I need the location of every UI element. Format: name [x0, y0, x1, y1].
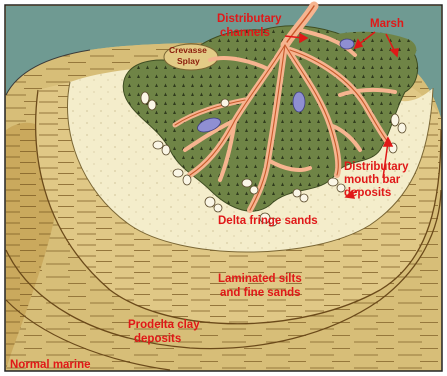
label-prodelta-clay: Prodelta clay: [128, 319, 200, 331]
pebble: [300, 194, 308, 202]
label-crevasse-splay: Crevasse: [169, 45, 207, 55]
pebble: [173, 169, 183, 177]
label-marsh: Marsh: [370, 18, 404, 30]
pebble: [183, 175, 191, 185]
label-prodelta-clay-line2: deposits: [134, 333, 181, 345]
pebble: [205, 197, 215, 207]
pebble: [221, 99, 229, 107]
pebble: [141, 92, 149, 104]
label-distributary-channels-line2: channels: [220, 27, 270, 39]
label-normal-marine: Normal marine: [10, 359, 91, 371]
marsh-pond: [293, 92, 305, 112]
pebble: [162, 145, 170, 155]
label-mouth-bar: Distributary: [344, 161, 409, 173]
pebble: [250, 186, 258, 194]
label-crevasse-splay-line2: Splay: [177, 56, 200, 66]
label-distributary-channels: Distributary: [217, 13, 282, 25]
pebble: [328, 178, 338, 186]
pebble: [391, 114, 399, 126]
label-laminated-silts: Laminated silts: [218, 273, 302, 285]
pebble: [398, 123, 406, 133]
pebble: [214, 204, 222, 212]
label-mouth-bar-line2: mouth bar: [344, 174, 401, 186]
pebble: [153, 141, 163, 149]
pebble: [148, 100, 156, 110]
label-mouth-bar-line3: deposits: [344, 187, 391, 199]
marsh-pond: [340, 39, 354, 49]
pebble: [242, 179, 252, 187]
label-laminated-silts-line2: and fine sands: [220, 287, 301, 299]
pebble: [293, 189, 301, 197]
label-delta-fringe-sands: Delta fringe sands: [218, 215, 318, 227]
